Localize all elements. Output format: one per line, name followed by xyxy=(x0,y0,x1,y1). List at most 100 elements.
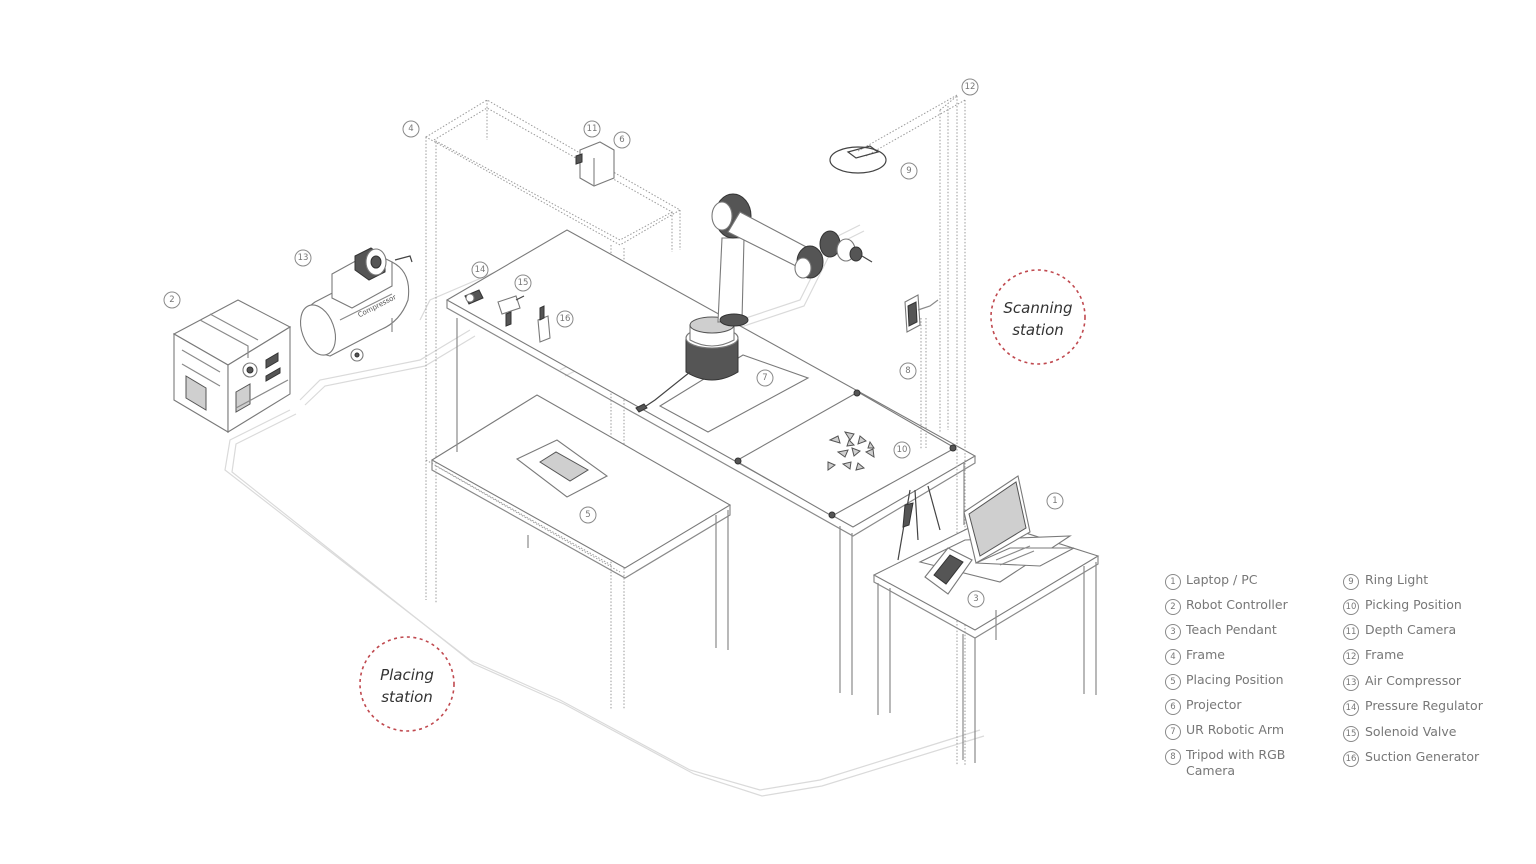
svg-text:8: 8 xyxy=(905,366,910,376)
svg-text:1: 1 xyxy=(1052,496,1057,506)
callout-16: 16 xyxy=(556,310,574,328)
svg-text:Suction Generator: Suction Generator xyxy=(1365,749,1480,764)
projector xyxy=(575,141,615,187)
callout-7: 7 xyxy=(756,369,774,387)
svg-text:4: 4 xyxy=(1170,652,1175,662)
svg-text:station: station xyxy=(1012,321,1064,339)
svg-text:6: 6 xyxy=(619,135,624,145)
legend-item-7: 7 UR Robotic Arm xyxy=(1165,722,1284,740)
robot-controller xyxy=(172,299,292,433)
svg-text:UR Robotic Arm: UR Robotic Arm xyxy=(1186,722,1284,737)
legend-item-13: 13 Air Compressor xyxy=(1343,673,1462,691)
svg-text:9: 9 xyxy=(906,166,911,176)
svg-text:Frame: Frame xyxy=(1365,647,1404,662)
legend-item-9: 9 Ring Light xyxy=(1343,572,1428,590)
legend-item-5: 5 Placing Position xyxy=(1165,672,1284,690)
svg-text:12: 12 xyxy=(1346,652,1357,662)
svg-text:15: 15 xyxy=(1346,729,1357,739)
svg-text:Laptop / PC: Laptop / PC xyxy=(1186,572,1258,587)
tripod-camera xyxy=(904,294,939,450)
side-table xyxy=(872,475,1100,763)
svg-text:Camera: Camera xyxy=(1186,763,1235,778)
legend-item-15: 15 Solenoid Valve xyxy=(1343,724,1457,742)
callout-15: 15 xyxy=(514,274,532,292)
svg-text:16: 16 xyxy=(1346,754,1357,764)
svg-text:11: 11 xyxy=(1346,627,1357,637)
svg-text:Pressure Regulator: Pressure Regulator xyxy=(1365,698,1484,713)
callout-3: 3 xyxy=(967,590,985,608)
legend-item-11: 11 Depth Camera xyxy=(1343,622,1456,640)
svg-text:Picking Position: Picking Position xyxy=(1365,597,1462,612)
callout-6: 6 xyxy=(613,131,631,149)
svg-text:3: 3 xyxy=(1170,627,1175,637)
callout-2: 2 xyxy=(163,291,181,309)
svg-text:Solenoid Valve: Solenoid Valve xyxy=(1365,724,1457,739)
legend-item-6: 6 Projector xyxy=(1165,697,1242,715)
svg-text:Teach Pendant: Teach Pendant xyxy=(1185,622,1277,637)
svg-text:5: 5 xyxy=(1170,677,1175,687)
callout-12: 12 xyxy=(961,78,979,96)
svg-text:15: 15 xyxy=(518,278,529,288)
svg-text:2: 2 xyxy=(1170,602,1175,612)
air-compressor: Compressor xyxy=(299,247,413,362)
callouts: 1 2 3 4 5 6 7 8 9 10 11 12 13 14 15 16 xyxy=(163,78,1064,608)
svg-text:1: 1 xyxy=(1170,577,1175,587)
callout-4: 4 xyxy=(402,120,420,138)
svg-text:2: 2 xyxy=(169,295,174,305)
under-table-tripod xyxy=(897,485,941,561)
svg-text:14: 14 xyxy=(475,265,486,275)
svg-text:13: 13 xyxy=(1346,678,1357,688)
callout-13: 13 xyxy=(294,249,312,267)
svg-text:13: 13 xyxy=(298,253,309,263)
svg-text:10: 10 xyxy=(897,445,908,455)
svg-text:Projector: Projector xyxy=(1186,697,1242,712)
svg-text:4: 4 xyxy=(408,124,413,134)
legend-item-10: 10 Picking Position xyxy=(1343,597,1462,615)
svg-text:7: 7 xyxy=(762,373,767,383)
svg-text:Air Compressor: Air Compressor xyxy=(1365,673,1462,688)
placing-table xyxy=(430,394,732,650)
svg-text:12: 12 xyxy=(965,82,976,92)
svg-text:5: 5 xyxy=(585,510,590,520)
svg-text:Placing: Placing xyxy=(380,666,434,684)
legend-item-3: 3 Teach Pendant xyxy=(1165,622,1277,640)
legend-item-1: 1 Laptop / PC xyxy=(1165,572,1258,590)
callout-5: 5 xyxy=(579,506,597,524)
legend-item-12: 12 Frame xyxy=(1343,647,1404,665)
ur-robot-arm xyxy=(635,193,873,413)
svg-text:Frame: Frame xyxy=(1186,647,1225,662)
legend-item-16: 16 Suction Generator xyxy=(1343,749,1480,767)
svg-text:7: 7 xyxy=(1170,727,1175,737)
callout-10: 10 xyxy=(893,441,911,459)
legend-item-2: 2 Robot Controller xyxy=(1165,597,1289,615)
ring-light xyxy=(829,145,887,174)
svg-text:3: 3 xyxy=(973,594,978,604)
svg-text:Scanning: Scanning xyxy=(1003,299,1072,317)
scanning-station-label: Scanning station xyxy=(990,269,1086,365)
legend: 1 Laptop / PC 2 Robot Controller 3 Teach Pe… xyxy=(1165,572,1484,778)
svg-text:6: 6 xyxy=(1170,702,1175,712)
svg-text:8: 8 xyxy=(1170,752,1175,762)
legend-item-4: 4 Frame xyxy=(1165,647,1225,665)
callout-9: 9 xyxy=(900,162,918,180)
frame-right xyxy=(857,94,966,766)
svg-text:Robot Controller: Robot Controller xyxy=(1186,597,1289,612)
svg-text:16: 16 xyxy=(560,314,571,324)
svg-text:Placing Position: Placing Position xyxy=(1186,672,1284,687)
svg-text:14: 14 xyxy=(1346,703,1357,713)
callout-14: 14 xyxy=(471,261,489,279)
svg-text:11: 11 xyxy=(587,124,598,134)
callout-1: 1 xyxy=(1046,492,1064,510)
pneumatic-components xyxy=(464,289,551,343)
svg-text:10: 10 xyxy=(1346,602,1357,612)
legend-item-14: 14 Pressure Regulator xyxy=(1343,698,1484,716)
svg-text:Depth Camera: Depth Camera xyxy=(1365,622,1456,637)
callout-11: 11 xyxy=(583,120,601,138)
svg-text:Ring Light: Ring Light xyxy=(1365,572,1428,587)
svg-text:9: 9 xyxy=(1348,577,1353,587)
svg-text:Tripod with RGB: Tripod with RGB xyxy=(1185,747,1285,762)
svg-text:station: station xyxy=(381,688,433,706)
picking-objects xyxy=(827,431,875,471)
